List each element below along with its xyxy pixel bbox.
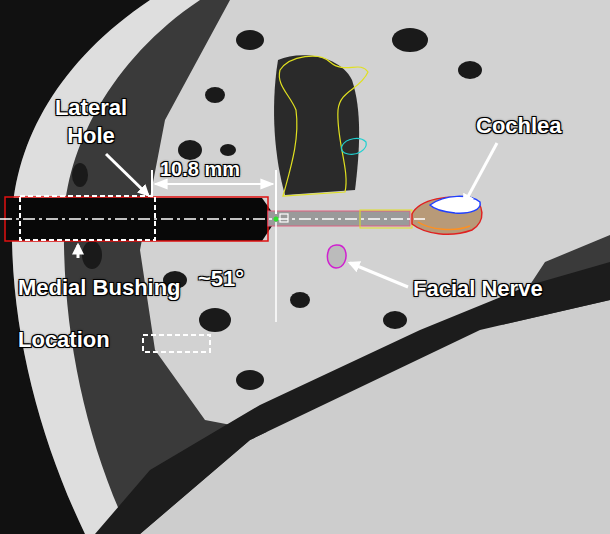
legend-sample xyxy=(143,335,210,352)
annotation-label: Lateral Hole xyxy=(46,94,136,150)
annotation-label: Cochlea xyxy=(476,113,562,139)
annotation-label: Facial Nerve xyxy=(413,276,543,302)
annotation-label: ~51° xyxy=(198,266,244,292)
legend-label: Medial Bushing Location xyxy=(18,262,196,366)
annotation-label: 10.8 mm xyxy=(160,156,240,182)
